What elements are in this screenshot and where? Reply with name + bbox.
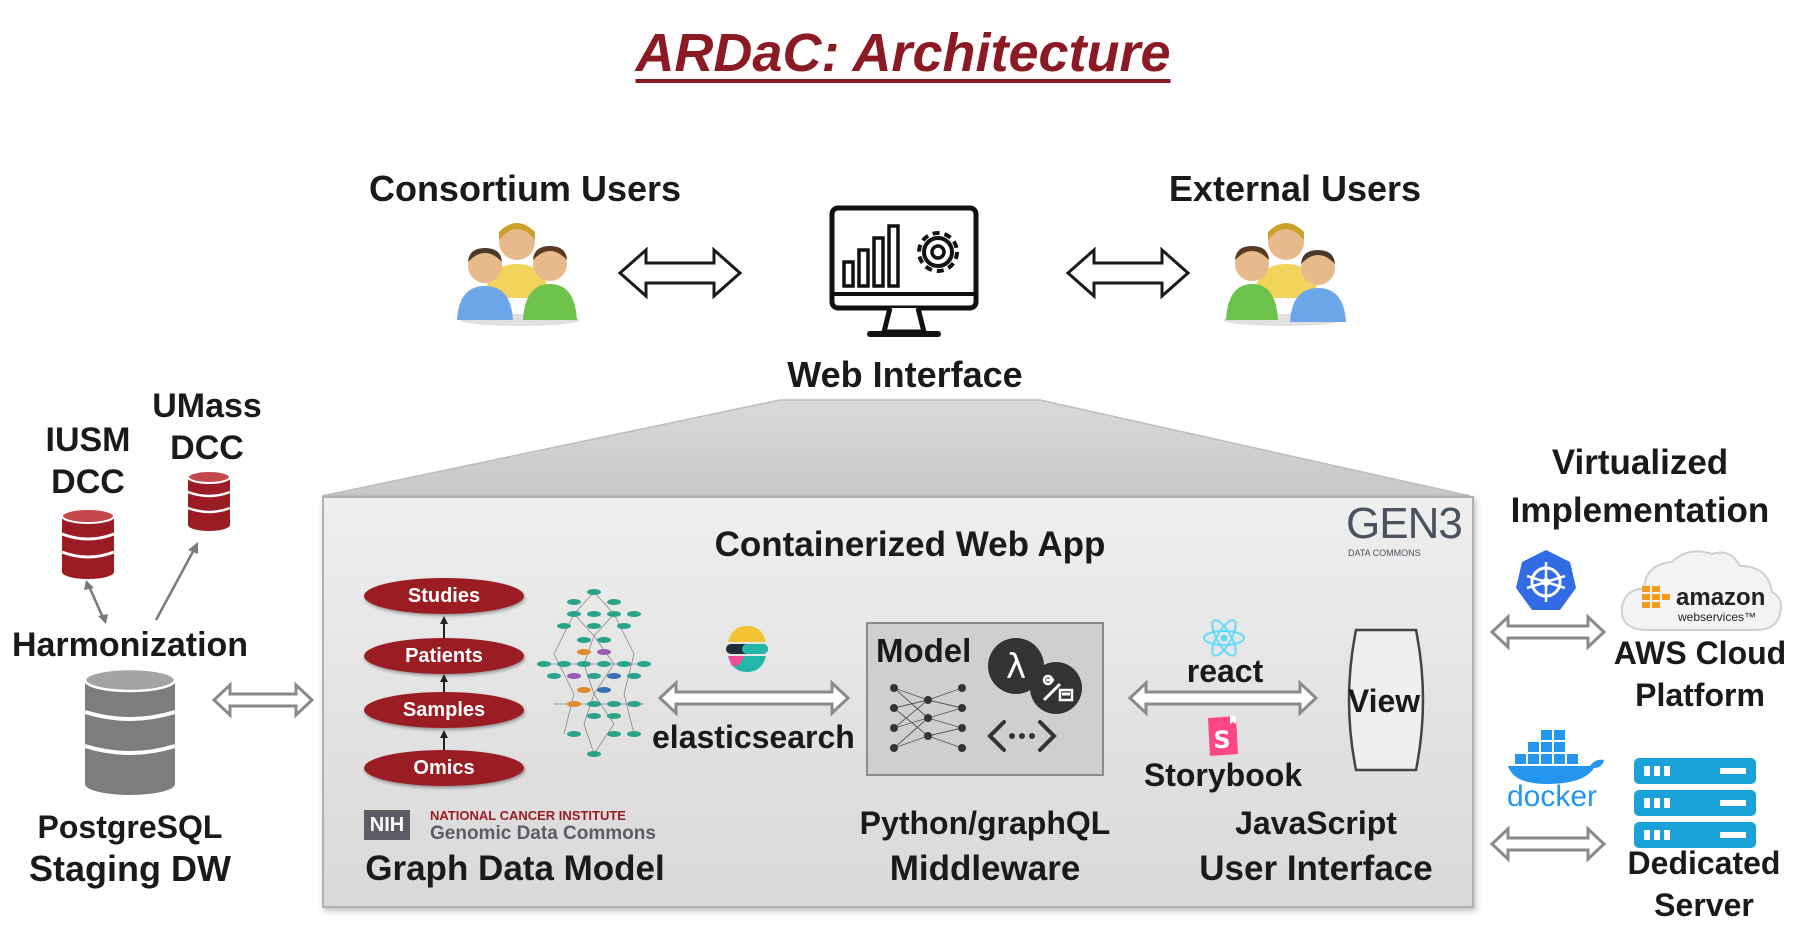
graph-data-model-label: Graph Data Model [365,849,665,888]
elasticsearch-label: elasticsearch [652,719,855,755]
graph-node-samples: Samples [364,692,524,728]
gen3-logo-subtext: DATA COMMONS [1348,548,1421,558]
umass-label-line2: DCC [170,429,244,467]
aws-cloud-icon [1620,550,1782,631]
api-code-icon [987,720,1057,752]
external-users-label: External Users [1168,168,1422,209]
docker-label: docker [1506,780,1598,813]
server-label: Server [1654,887,1754,923]
dedicated-label: Dedicated [1627,845,1781,881]
graph-node-studies: Studies [364,578,524,614]
graph-elastic-arrow [657,679,851,717]
web-interface-label: Web Interface [787,354,1023,395]
neural-network-icon [890,684,966,752]
iusm-database-icon [61,508,115,579]
container-title: Containerized Web App [714,525,1106,564]
react-label: react [1186,653,1264,689]
dcc-harmonization-arrows [84,542,198,624]
postgresql-label: PostgreSQL [37,809,223,845]
aws-cloud-label: AWS Cloud [1613,635,1787,671]
dedicated-server-icon [1634,758,1756,848]
user-interface-label: User Interface [1199,849,1433,888]
gear-icon [917,231,959,273]
docker-server-arrow [1489,825,1607,863]
gen3-logo: GEN3 DATA COMMONS [1346,500,1472,562]
graph-node-omics: Omics [364,750,524,786]
aws-platform-label: Platform [1635,677,1765,713]
iusm-label-line1: IUSM [45,421,131,459]
svg-text:λ: λ [1006,647,1026,687]
lambda-icons: λ [988,638,1082,714]
storybook-label: Storybook [1143,757,1303,793]
iusm-label-line2: DCC [51,463,125,501]
page-title: ARDaC: Architecture [635,23,1171,83]
gen3-logo-text: GEN3 [1346,499,1463,548]
model-view-arrow [1127,679,1319,717]
python-graphql-label: Python/graphQL [859,805,1111,841]
consortium-web-arrow [617,246,743,300]
monitor-icon [829,205,979,337]
amazon-text: amazon [1676,584,1766,611]
consortium-users-label: Consortium Users [368,168,682,209]
nih-badge: NIH [364,810,410,840]
virtualized-label-line2: Implementation [1510,491,1770,530]
k8s-aws-arrow [1489,613,1607,651]
umass-database-icon [187,470,231,531]
svg-text:S: S [1213,726,1230,754]
docker-whale-icon [1508,730,1604,784]
staging-container-arrow [211,681,315,719]
model-label: Model [876,632,972,669]
graph-node-connectors [440,616,448,750]
kubernetes-icon [1516,550,1576,610]
middleware-label: Middleware [889,849,1081,888]
view-label: View [1347,683,1421,719]
graph-node-patients: Patients [364,638,524,674]
view-shape [1347,628,1425,772]
consortium-users-icon [457,223,580,326]
javascript-label: JavaScript [1235,805,1397,841]
storybook-icon: S [1208,716,1238,756]
virtualized-label-line1: Virtualized [1551,443,1729,482]
nci-text: NATIONAL CANCER INSTITUTE [430,808,626,823]
umass-label-line1: UMass [152,387,262,425]
external-users-icon [1223,223,1346,326]
staging-dw-label: Staging DW [29,848,231,889]
staging-database-icon [83,667,177,795]
harmonization-label: Harmonization [11,626,249,664]
web-external-arrow [1065,246,1191,300]
webservices-text: webservices™ [1678,610,1757,624]
react-icon [1203,619,1245,657]
gdc-text: Genomic Data Commons [430,823,656,844]
elasticsearch-icon [726,626,768,672]
gdc-graph-diagram [537,589,651,757]
